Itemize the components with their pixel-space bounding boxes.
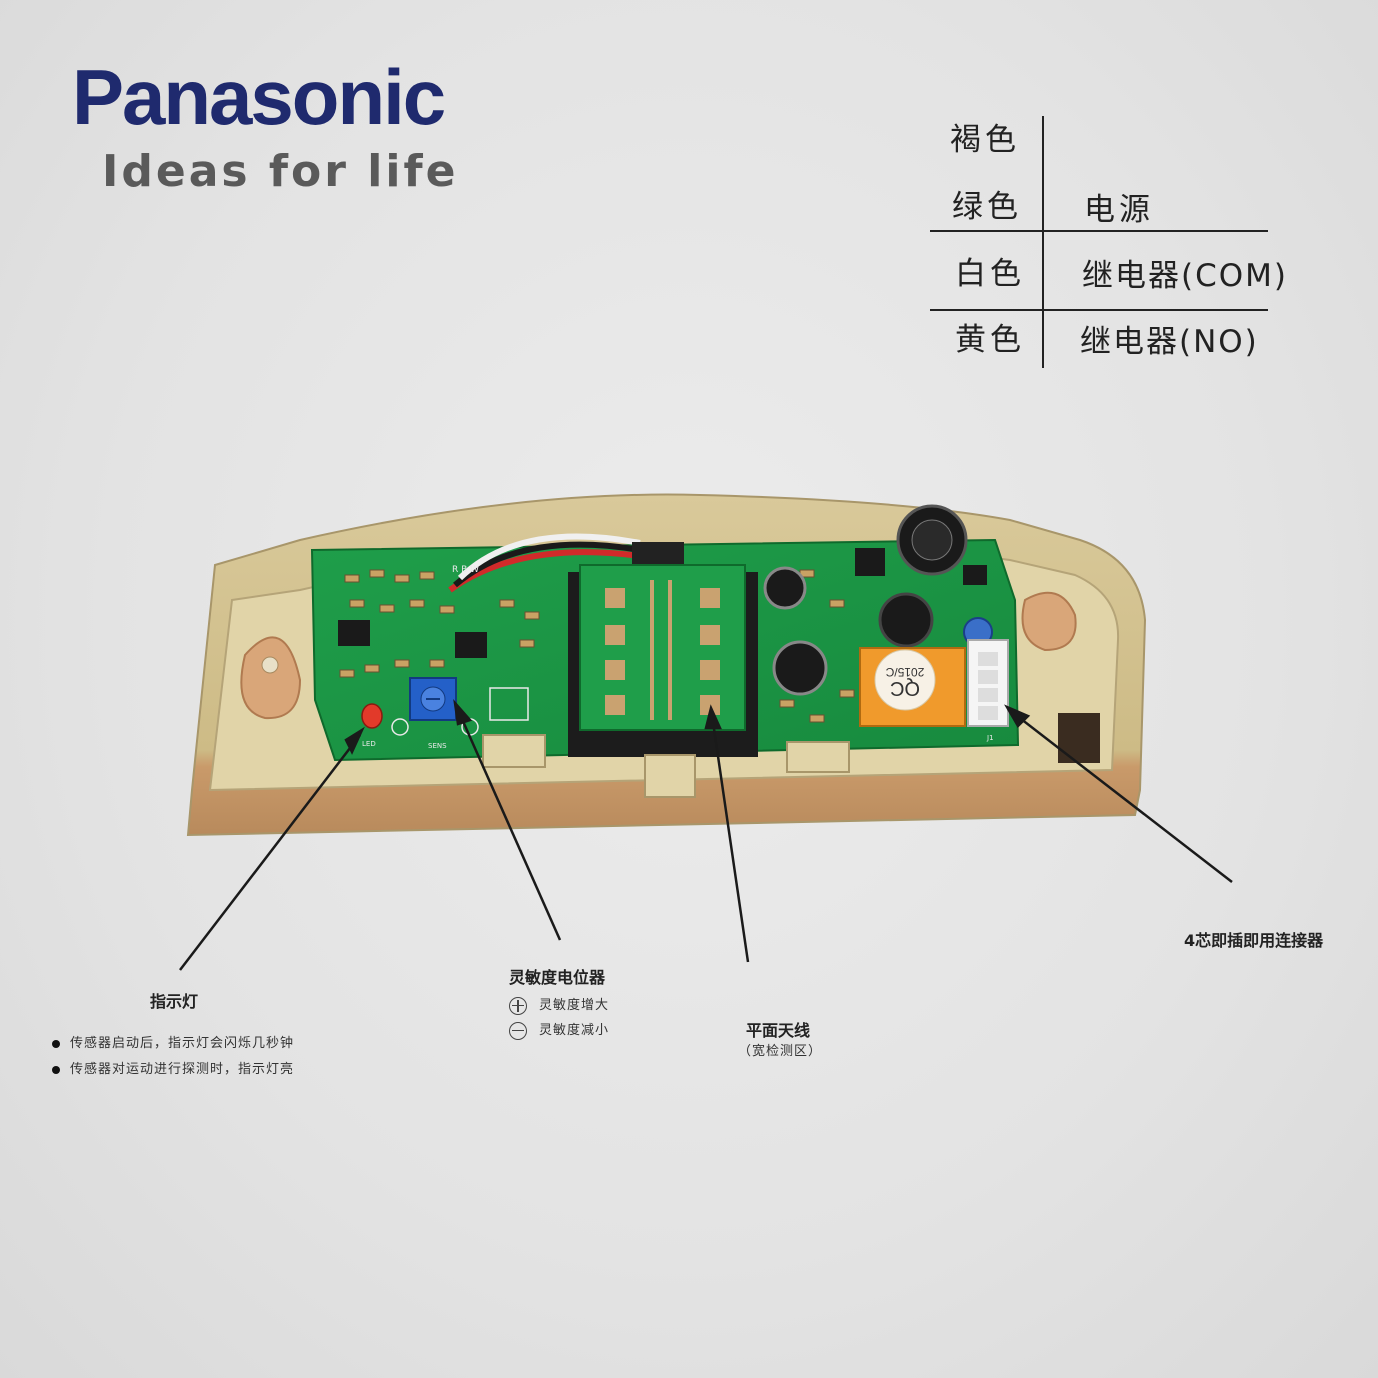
- ic-chip-left: [338, 620, 370, 646]
- ic-chip-right: [855, 548, 885, 576]
- pot-increase-row: 灵敏度增大: [509, 994, 609, 1015]
- capacitor-small-bottom: [772, 640, 828, 696]
- brand-name: Panasonic: [72, 53, 446, 141]
- callout-line-indicator: [179, 734, 361, 971]
- mount-hole-left-center: [261, 656, 279, 674]
- brand-logo: Panasonic Ideas for life: [72, 53, 455, 194]
- brand-tagline: Ideas for life: [102, 146, 459, 197]
- wire-black: [453, 541, 641, 588]
- silk-sens: SENS: [428, 742, 447, 750]
- indicator-bullet-1-text: 传感器启动后，指示灯会闪烁几秒钟: [70, 1036, 295, 1051]
- pot-increase-text: 灵敏度增大: [539, 998, 610, 1013]
- antenna-label: 平面天线: [746, 1021, 811, 1040]
- antenna-patches: [605, 588, 720, 715]
- ic-chip-mid: [455, 632, 487, 658]
- ic-chip-far-right: [963, 565, 987, 585]
- capacitor-mid: [878, 592, 934, 648]
- bullet-dot: [52, 1065, 60, 1074]
- indicator-bullet-2-text: 传感器对运动进行探测时，指示灯亮: [70, 1062, 295, 1077]
- smd-components: [339, 569, 855, 723]
- planar-antenna: [579, 564, 746, 731]
- silk-j1: J1: [986, 734, 994, 742]
- capacitor-small-top: [763, 566, 807, 610]
- callout-line-connector: [1011, 711, 1233, 883]
- pot-label: 灵敏度电位器: [509, 968, 606, 987]
- wire-white: [457, 533, 641, 581]
- silk-led: LED: [362, 740, 376, 748]
- relay-marking-qc: QC: [890, 677, 920, 699]
- bullet-dot: [52, 1039, 60, 1048]
- indicator-label: 指示灯: [150, 992, 199, 1011]
- silk-rbw: R B W: [452, 565, 479, 575]
- indicator-bullet-1: 传感器启动后，指示灯会闪烁几秒钟: [52, 1032, 294, 1051]
- pot-decrease-text: 灵敏度减小: [539, 1023, 610, 1038]
- mount-hole-right: [1021, 591, 1077, 652]
- antenna-subtitle: （宽检测区）: [738, 1044, 823, 1059]
- relay-marking-date: 2015/C: [885, 665, 924, 679]
- connector-label: 4芯即插即用连接器: [1184, 931, 1324, 950]
- led-indicator: [361, 703, 383, 729]
- plus-icon: [509, 996, 527, 1015]
- indicator-bullet-2: 传感器对运动进行探测时，指示灯亮: [52, 1058, 294, 1077]
- pot-decrease-row: 灵敏度减小: [509, 1019, 609, 1040]
- wire-connector: [632, 542, 684, 564]
- mount-hole-left: [240, 636, 302, 720]
- callout-line-antenna: [710, 714, 750, 963]
- callout-line-pot: [456, 709, 562, 941]
- minus-icon: [509, 1021, 527, 1040]
- housing-slot-right: [1058, 713, 1100, 763]
